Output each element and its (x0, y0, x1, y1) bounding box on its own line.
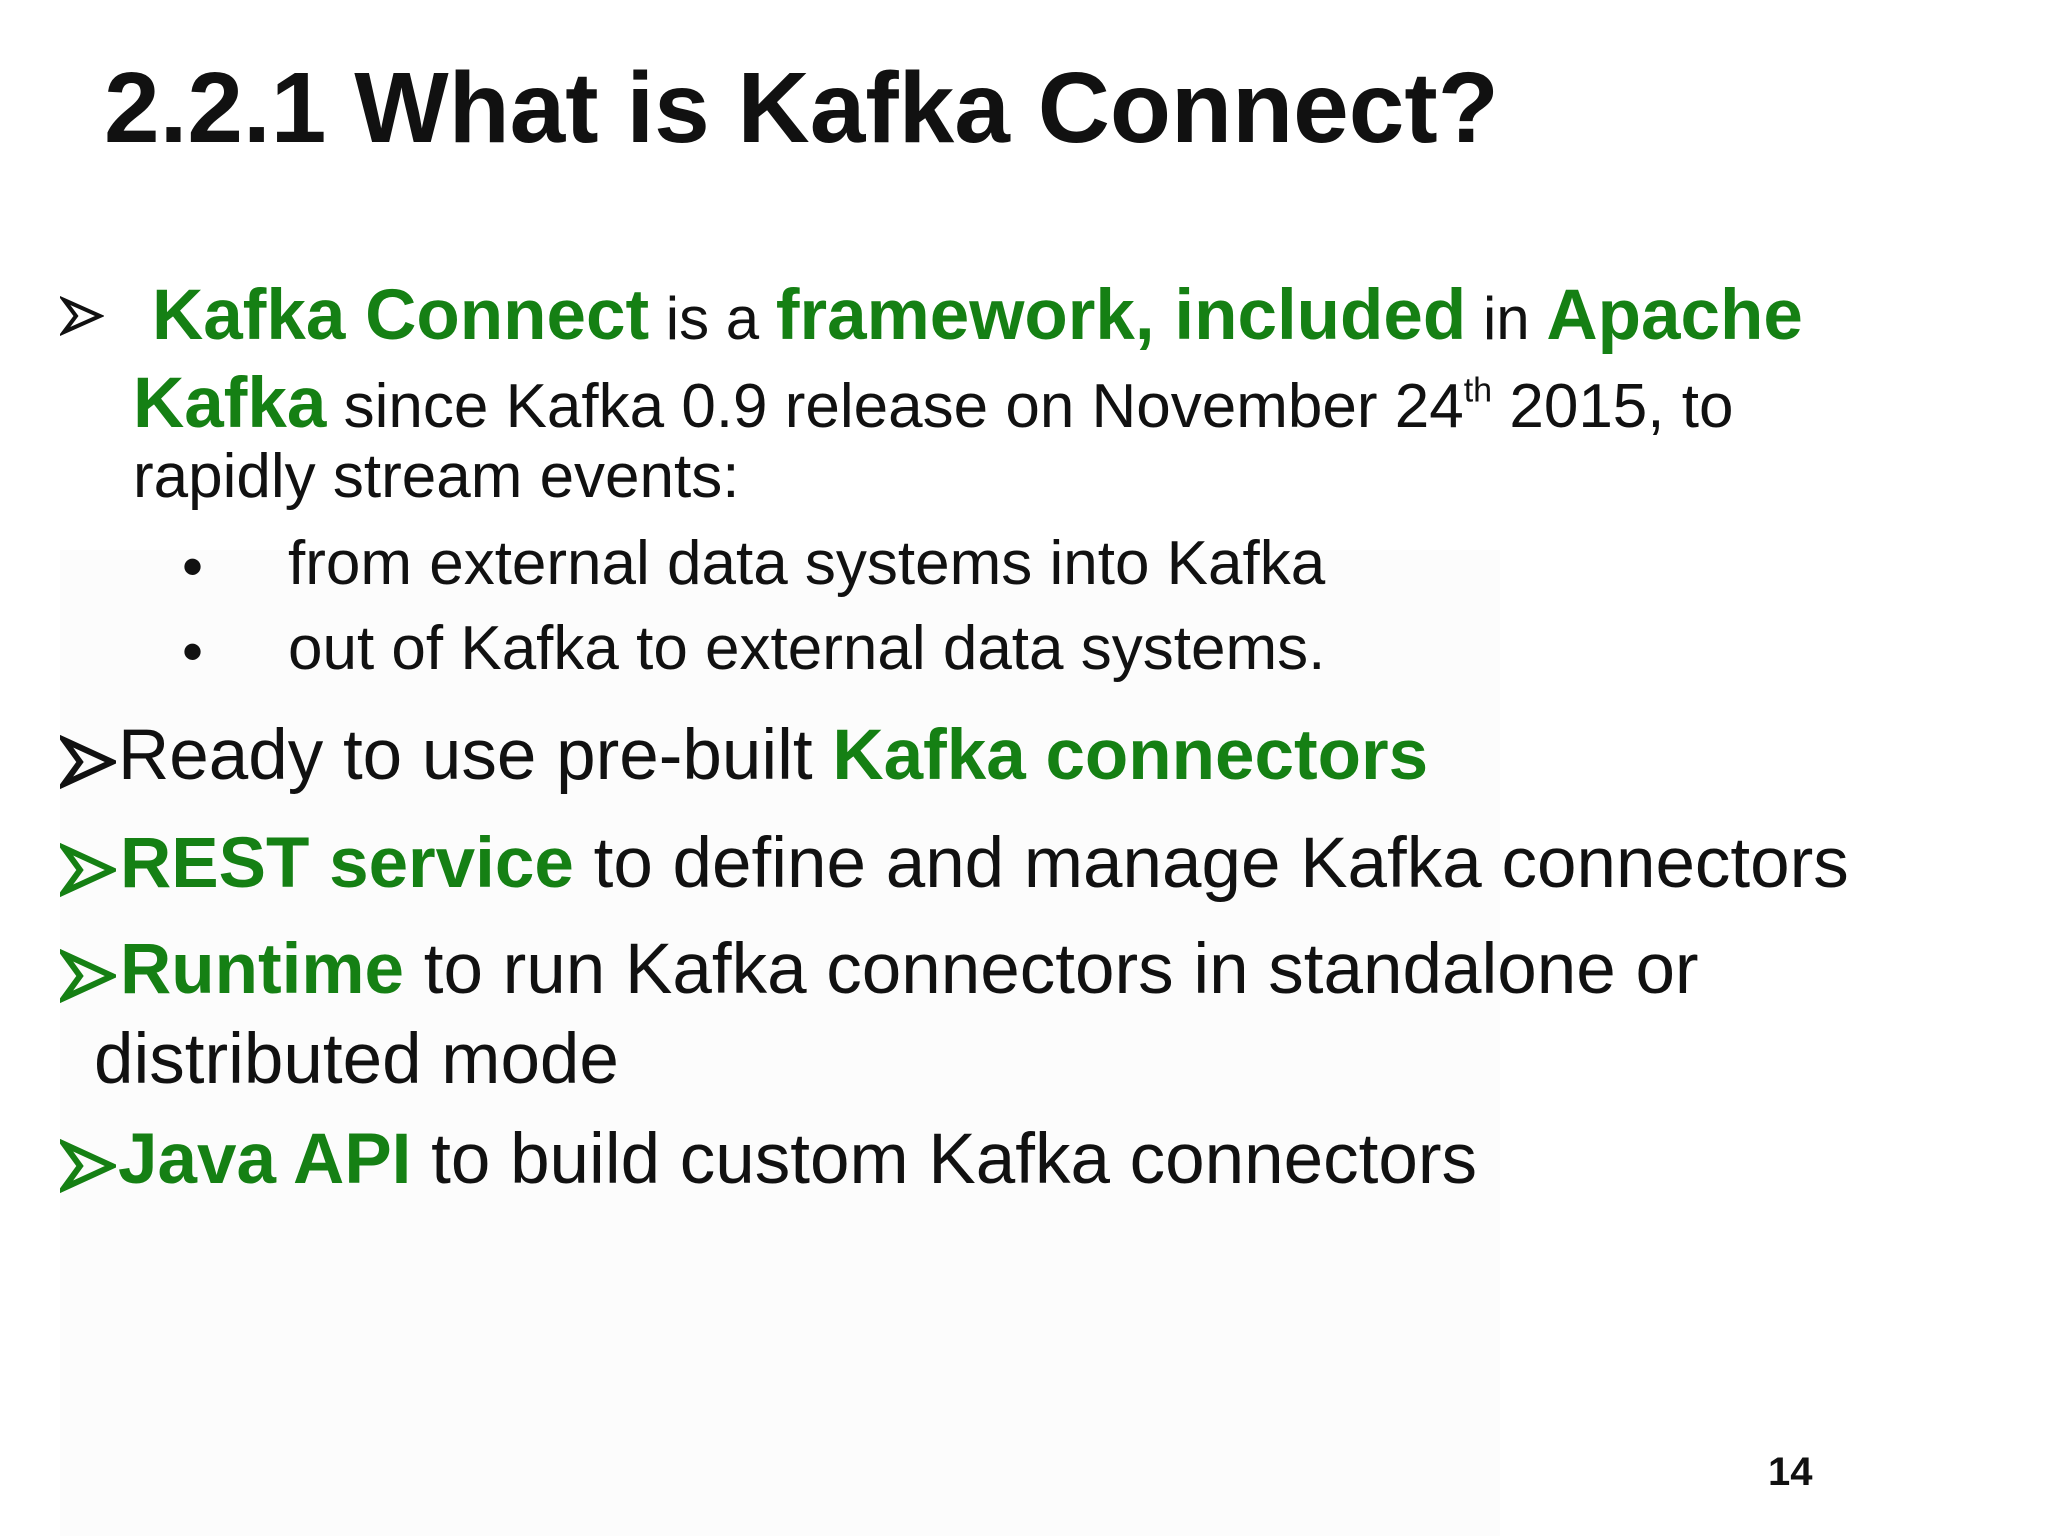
highlight-apache: Apache (1546, 276, 1803, 355)
highlight-runtime: Runtime (120, 930, 404, 1009)
slide-title: 2.2.1 What is Kafka Connect? (104, 52, 1499, 164)
text-segment: is a (649, 285, 776, 352)
highlight-kafka-connectors: Kafka connectors (832, 716, 1429, 795)
bullet-5: Java API to build custom Kafka connector… (118, 1124, 1477, 1195)
highlight-kafka-connect: Kafka Connect (152, 276, 650, 355)
text-segment: since Kafka 0.9 release on November 24 (326, 372, 1464, 441)
bullet-4-line-1: Runtime to run Kafka connectors in stand… (120, 934, 1699, 1005)
highlight-java-api: Java API (118, 1120, 412, 1199)
text-segment: 2015, to (1492, 372, 1734, 441)
sub-item-1: from external data systems into Kafka (288, 529, 1326, 598)
sub-item-2: out of Kafka to external data systems. (288, 614, 1326, 683)
text-segment: to define and manage Kafka connectors (573, 824, 1849, 903)
bullet-3: REST service to define and manage Kafka … (120, 828, 1849, 899)
sub-bullet-dot: • (182, 533, 204, 600)
chevron-right-icon (54, 732, 120, 795)
superscript-th: th (1463, 371, 1493, 410)
sub-bullet-dot: • (182, 618, 204, 685)
content-background (60, 550, 1500, 1536)
bullet-2: Ready to use pre-built Kafka connectors (118, 720, 1428, 791)
text-segment: in (1466, 285, 1547, 352)
chevron-right-icon (54, 946, 120, 1009)
highlight-framework: framework, included (775, 276, 1467, 355)
chevron-right-icon (54, 1136, 120, 1199)
bullet-1-line-2: Kafka since Kafka 0.9 release on Novembe… (133, 368, 1733, 439)
text-segment: Ready to use pre-built (118, 716, 833, 795)
text-segment: to run Kafka connectors in standalone or (404, 930, 1699, 1009)
chevron-right-icon (57, 294, 105, 343)
highlight-rest-service: REST service (120, 824, 574, 903)
bullet-1-line-3: rapidly stream events: (133, 446, 739, 508)
bullet-4-line-2: distributed mode (94, 1024, 619, 1095)
chevron-right-icon (54, 840, 120, 903)
highlight-kafka: Kafka (133, 364, 327, 443)
text-segment: distributed mode (94, 1020, 619, 1099)
page-number: 14 (1768, 1450, 1813, 1494)
text-segment: to build custom Kafka connectors (411, 1120, 1477, 1199)
text-segment: rapidly stream events: (133, 442, 740, 511)
bullet-1-line-1: Kafka Connect is a framework, included i… (152, 280, 1803, 351)
